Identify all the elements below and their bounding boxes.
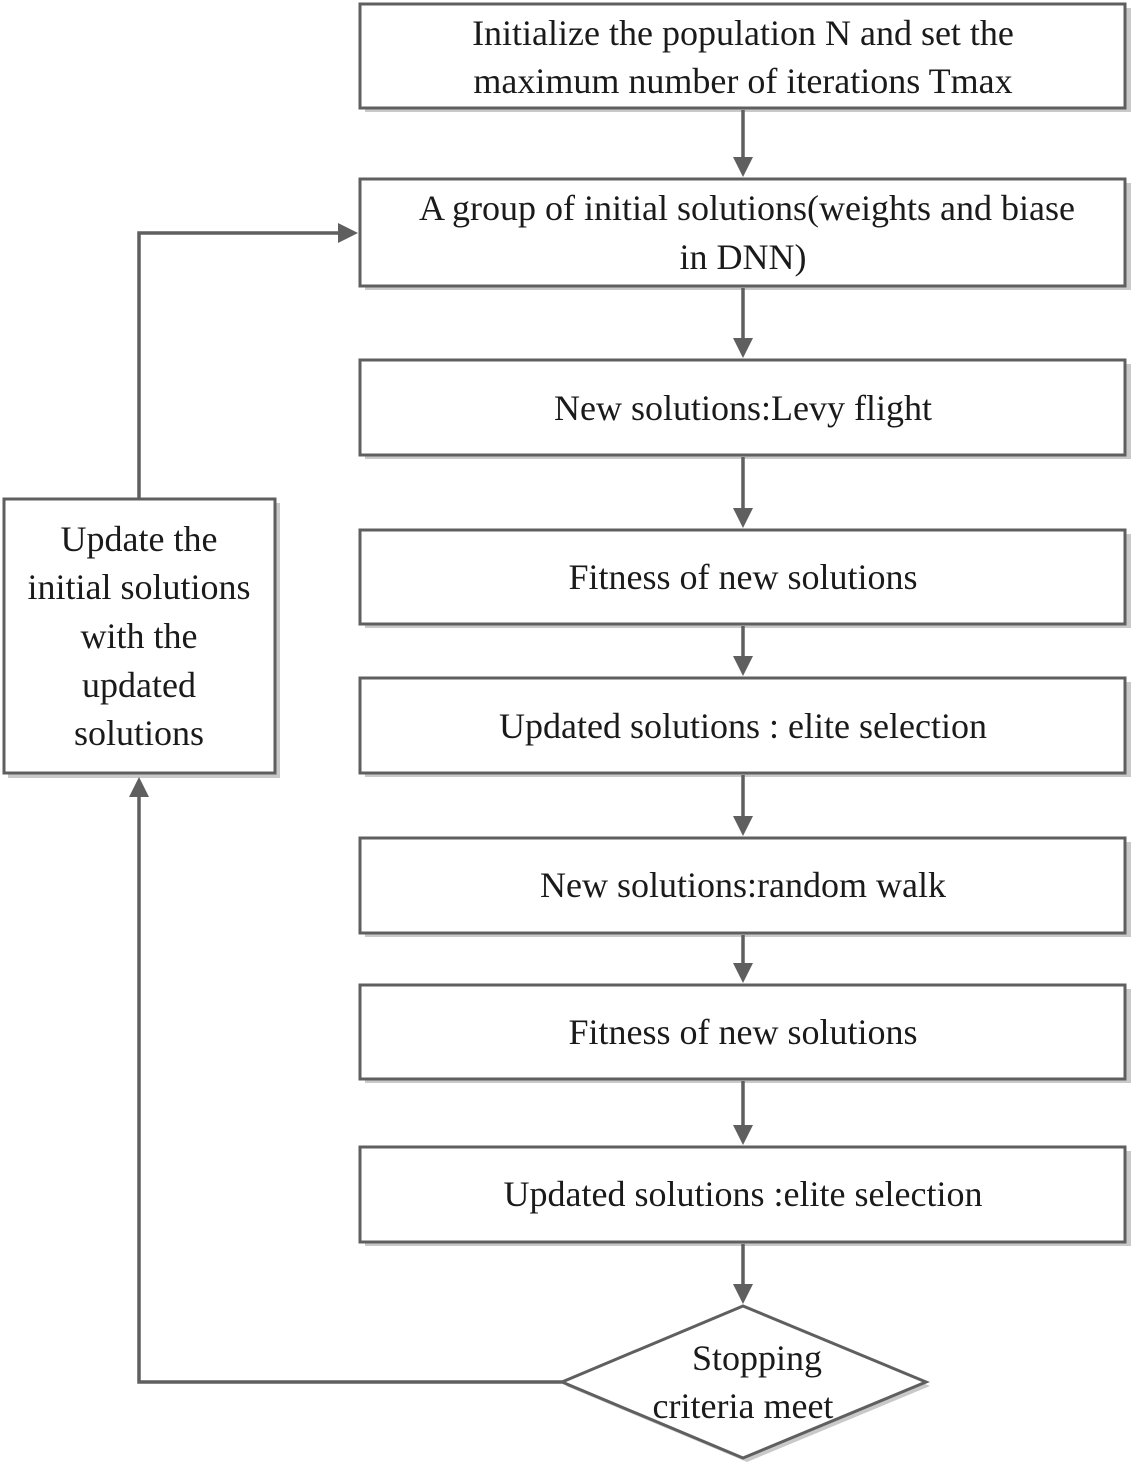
update-line-3: with the bbox=[81, 616, 198, 656]
update-box-rect bbox=[2, 497, 277, 775]
step-elite-selection-1: Updated solutions : elite selection bbox=[358, 676, 1131, 777]
update-box: Update the initial solutions with the up… bbox=[2, 497, 280, 778]
update-line-5: solutions bbox=[74, 713, 204, 753]
step-initial-solutions-line-1: A group of initial solutions(weights and… bbox=[419, 188, 1075, 228]
step-levy-flight-label: New solutions:Levy flight bbox=[554, 388, 932, 428]
connector-8 bbox=[733, 1244, 753, 1304]
arrowhead-down bbox=[733, 1125, 753, 1145]
decision-line-1: Stopping bbox=[692, 1338, 822, 1378]
step-fitness-2-label: Fitness of new solutions bbox=[568, 1012, 917, 1052]
update-line-1: Update the bbox=[61, 519, 218, 559]
step-random-walk-label: New solutions:random walk bbox=[540, 865, 946, 905]
step-initialize-line-2: maximum number of iterations Tmax bbox=[473, 61, 1012, 101]
loop-connector-to-update bbox=[129, 777, 562, 1384]
connector-2 bbox=[733, 288, 753, 358]
step-initialize-box bbox=[358, 2, 1127, 110]
step-initialize-line-1: Initialize the population N and set the bbox=[472, 13, 1014, 53]
arrowhead-down bbox=[733, 157, 753, 177]
arrowhead-down bbox=[733, 338, 753, 358]
update-line-4: updated bbox=[82, 665, 196, 705]
connector-3 bbox=[733, 457, 753, 528]
step-fitness-1-box bbox=[358, 528, 1127, 626]
step-random-walk-box bbox=[358, 836, 1127, 935]
arrowhead-down bbox=[733, 1284, 753, 1304]
step-elite-selection-2-box bbox=[358, 1145, 1127, 1244]
step-initial-solutions-box bbox=[358, 177, 1127, 288]
connector-1 bbox=[733, 110, 753, 177]
loop-connector-to-initial bbox=[137, 223, 358, 499]
update-line-2: initial solutions bbox=[27, 567, 250, 607]
arrowhead-up bbox=[129, 777, 149, 797]
arrowhead-right bbox=[338, 223, 358, 243]
step-fitness-1-label: Fitness of new solutions bbox=[568, 557, 917, 597]
step-elite-selection-1-box bbox=[358, 676, 1127, 775]
arrowhead-down bbox=[733, 656, 753, 676]
step-fitness-2: Fitness of new solutions bbox=[358, 983, 1131, 1083]
step-random-walk: New solutions:random walk bbox=[358, 836, 1131, 937]
connector-5 bbox=[733, 775, 753, 836]
arrowhead-down bbox=[733, 508, 753, 528]
step-levy-flight: New solutions:Levy flight bbox=[358, 358, 1131, 459]
connector-4 bbox=[733, 626, 753, 676]
step-fitness-2-box bbox=[358, 983, 1127, 1081]
step-elite-selection-2-label: Updated solutions :elite selection bbox=[504, 1174, 983, 1214]
connector-6 bbox=[733, 935, 753, 983]
step-elite-selection-2: Updated solutions :elite selection bbox=[358, 1145, 1131, 1246]
step-levy-flight-box bbox=[358, 358, 1127, 457]
step-initial-solutions-line-2: in DNN) bbox=[680, 237, 807, 277]
decision-stopping-criteria: Stopping criteria meet bbox=[558, 1304, 930, 1462]
decision-diamond bbox=[558, 1304, 930, 1460]
decision-line-2: criteria meet bbox=[653, 1386, 834, 1426]
step-initial-solutions: A group of initial solutions(weights and… bbox=[358, 177, 1131, 290]
step-fitness-1: Fitness of new solutions bbox=[358, 528, 1131, 628]
step-elite-selection-1-label: Updated solutions : elite selection bbox=[499, 706, 987, 746]
arrowhead-down bbox=[733, 963, 753, 983]
connector-7 bbox=[733, 1081, 753, 1145]
arrowhead-down bbox=[733, 816, 753, 836]
step-initialize: Initialize the population N and set the … bbox=[358, 2, 1131, 112]
